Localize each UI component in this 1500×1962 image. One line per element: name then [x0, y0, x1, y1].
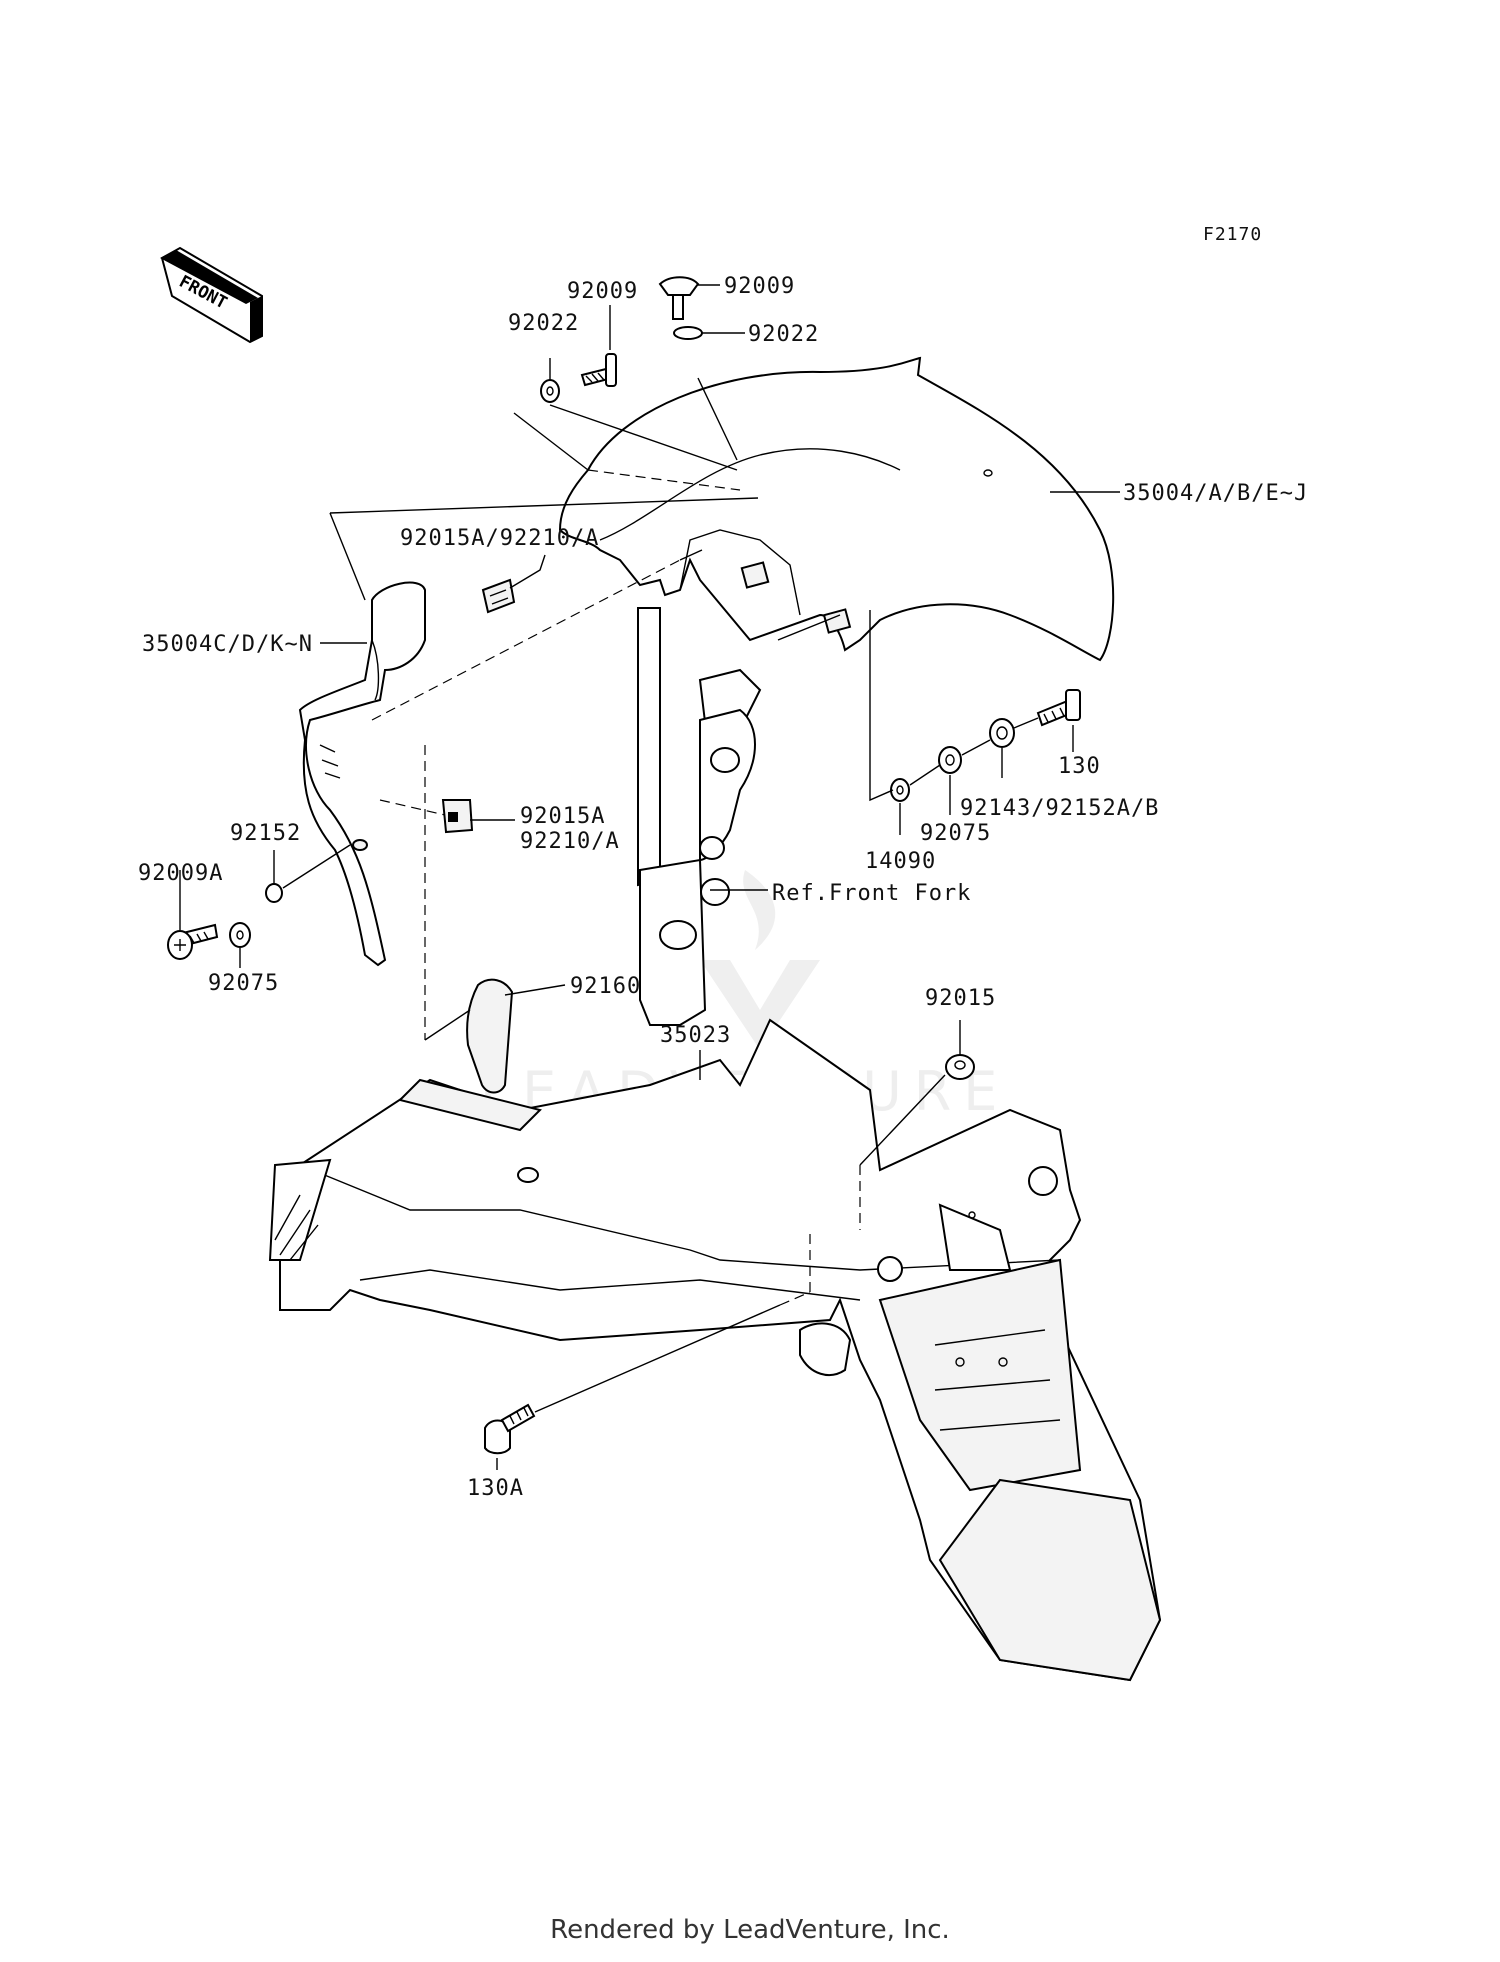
bolt-92009A	[167, 923, 219, 960]
label-92160: 92160	[570, 974, 641, 999]
washer-92022-right	[673, 326, 703, 340]
label-92152: 92152	[230, 821, 301, 846]
label-92015A-mid: 92015A	[520, 804, 605, 829]
front-fork	[637, 607, 762, 1026]
label-35023: 35023	[660, 1023, 731, 1048]
label-92009-right: 92009	[724, 274, 795, 299]
washer-14090	[890, 778, 910, 802]
label-92022-right: 92022	[748, 322, 819, 347]
clip-nut-top	[481, 578, 516, 614]
label-92075-right: 92075	[920, 821, 991, 846]
washer-92075-right	[938, 746, 962, 774]
label-35004-main: 35004/A/B/E~J	[1123, 481, 1308, 506]
nut-92015	[945, 1054, 975, 1080]
collar-92143	[989, 718, 1015, 748]
label-92075-left: 92075	[208, 971, 279, 996]
bolt-92009-right	[658, 276, 700, 320]
collar-92152	[265, 883, 283, 903]
label-92210A-mid: 92210/A	[520, 829, 620, 854]
label-92022-left: 92022	[508, 311, 579, 336]
rear-fender	[268, 1018, 1162, 1682]
front-fender	[558, 356, 1115, 662]
label-130: 130	[1058, 754, 1101, 779]
washer-92075-left	[229, 922, 251, 948]
label-130A: 130A	[467, 1476, 524, 1501]
front-arrow-icon: FRONT	[160, 246, 263, 344]
label-92009-left: 92009	[567, 279, 638, 304]
label-92015: 92015	[925, 986, 996, 1011]
label-92143: 92143/92152A/B	[960, 796, 1159, 821]
footer-credit: Rendered by LeadVenture, Inc.	[550, 1915, 950, 1945]
label-14090: 14090	[865, 849, 936, 874]
clip-nut-mid	[441, 799, 474, 834]
figure-code: F2170	[1203, 224, 1262, 245]
label-ref-front-fork: Ref.Front Fork	[772, 881, 971, 906]
bolt-92009-left	[580, 353, 617, 387]
reference-lines	[282, 377, 1039, 1413]
bolt-130A	[484, 1403, 536, 1455]
label-35004-cdkn: 35004C/D/K~N	[142, 632, 313, 657]
splash-plate	[466, 978, 514, 1094]
bolt-130	[1036, 689, 1081, 727]
leader-lines	[179, 284, 1120, 1470]
inner-front-fender	[298, 581, 426, 967]
label-92009A: 92009A	[138, 861, 223, 886]
washer-92022-left	[540, 379, 560, 403]
label-92015A-92210A-top: 92015A/92210/A	[400, 526, 599, 551]
